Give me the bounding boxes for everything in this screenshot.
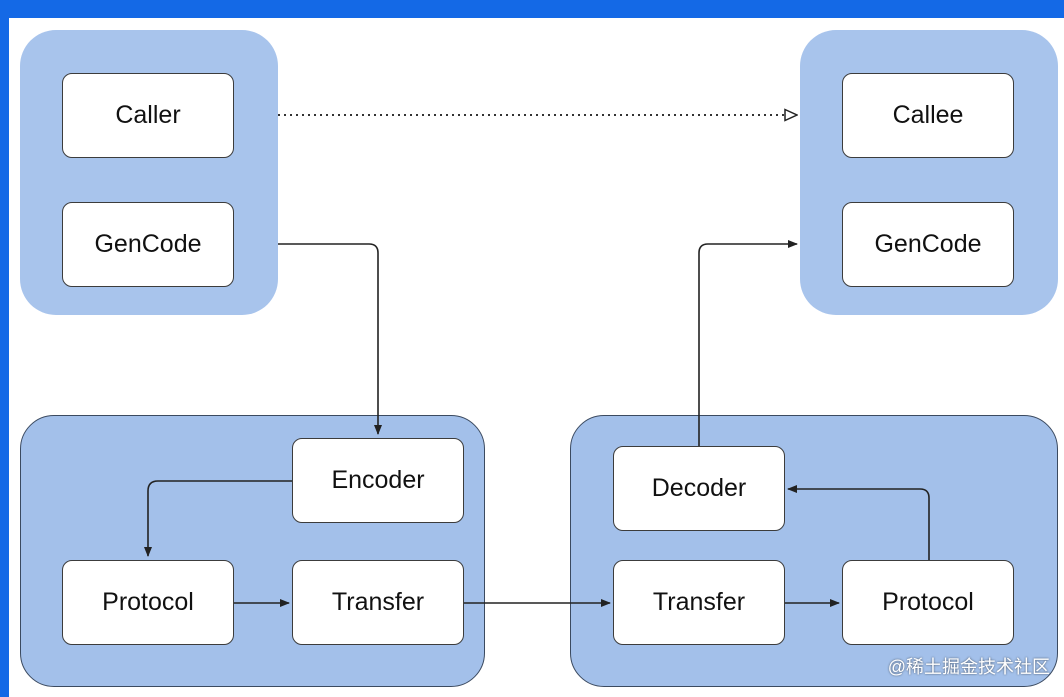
window-frame-top xyxy=(0,0,1064,18)
decoder-node: Decoder xyxy=(613,446,785,531)
callee-label: Callee xyxy=(892,101,964,129)
decoder-label: Decoder xyxy=(651,474,747,502)
gencode-right-node: GenCode xyxy=(842,202,1014,287)
transfer-right-label: Transfer xyxy=(652,588,746,616)
encoder-node: Encoder xyxy=(292,438,464,523)
protocol-right-node: Protocol xyxy=(842,560,1014,645)
edge-gencode-encoder xyxy=(278,243,382,435)
transfer-left-label: Transfer xyxy=(331,588,425,616)
protocol-right-label: Protocol xyxy=(882,588,974,616)
gencode-left-node: GenCode xyxy=(62,202,234,287)
transfer-left-node: Transfer xyxy=(292,560,464,645)
caller-label: Caller xyxy=(115,101,181,129)
watermark-text: @稀土掘金技术社区 xyxy=(887,657,1050,677)
transfer-right-node: Transfer xyxy=(613,560,785,645)
window-frame-left xyxy=(0,0,9,697)
caller-node: Caller xyxy=(62,73,234,158)
gencode-left-label: GenCode xyxy=(94,230,202,258)
protocol-left-label: Protocol xyxy=(102,588,194,616)
encoder-label: Encoder xyxy=(331,466,425,494)
callee-node: Callee xyxy=(842,73,1014,158)
protocol-left-node: Protocol xyxy=(62,560,234,645)
gencode-right-label: GenCode xyxy=(874,230,982,258)
